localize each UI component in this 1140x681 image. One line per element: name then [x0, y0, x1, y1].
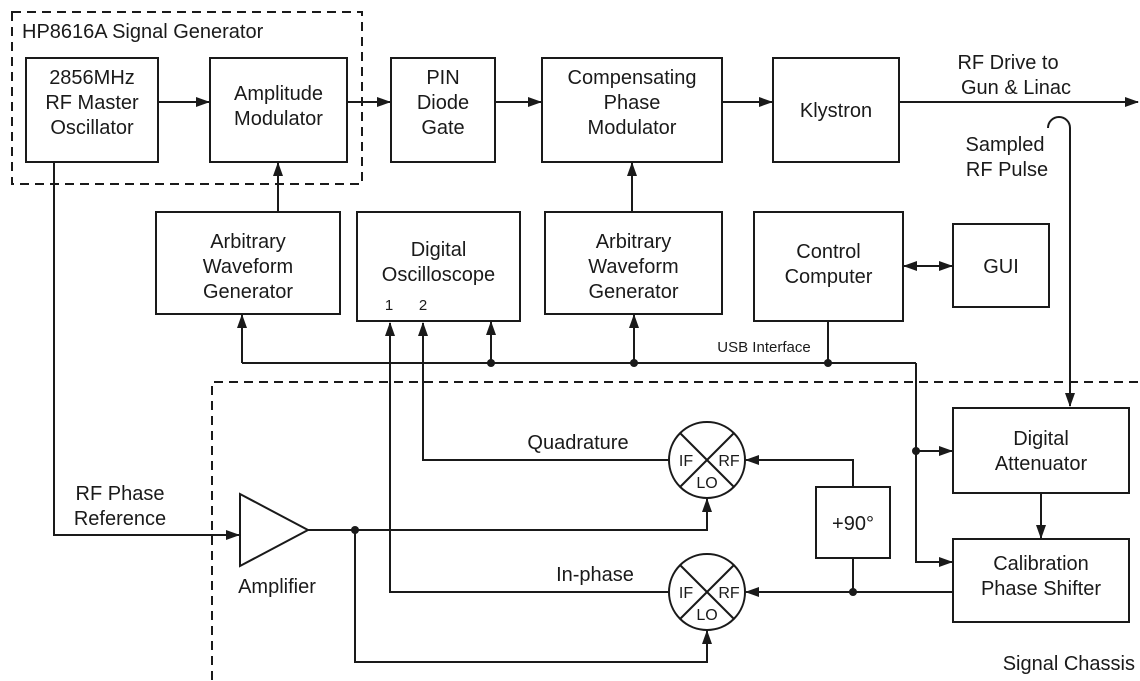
rf-phase-reference-line-1: RF Phase	[76, 483, 165, 505]
gui-label: GUI	[983, 256, 1019, 278]
usb-to-phase-shifter-arrow	[915, 363, 953, 567]
in-phase-mixer-lo: LO	[696, 607, 717, 624]
signal-chassis-title: Signal Chassis	[1003, 653, 1135, 675]
amplitude-modulator-block: Amplitude Modulator	[209, 57, 348, 163]
amplifier-symbol	[239, 492, 311, 568]
awg-right-line-3: Generator	[588, 281, 678, 303]
phase-shift-90-block: +90°	[815, 486, 891, 559]
usb-junction-attenuator	[912, 447, 920, 455]
amp-to-quad-lo-arrow	[308, 498, 712, 531]
sampled-rf-line-1: Sampled	[966, 134, 1045, 156]
in-phase-label: In-phase	[556, 564, 634, 586]
digital-attenuator-block: Digital Attenuator	[952, 407, 1130, 494]
awg-right-block: Arbitrary Waveform Generator	[544, 211, 723, 315]
master-oscillator-block: 2856MHz RF Master Oscillator	[25, 57, 159, 163]
compensating-phase-modulator-line-2: Phase	[604, 92, 661, 114]
in-phase-mixer-if: IF	[679, 585, 693, 602]
in-phase-mixer: IF RF LO	[668, 553, 746, 631]
digital-attenuator-line-1: Digital	[1013, 428, 1069, 450]
phase-shift-90-label: +90°	[832, 513, 874, 535]
awg-left-line-2: Waveform	[203, 256, 293, 278]
pin-diode-gate-line-1: PIN	[426, 67, 459, 89]
signal-generator-title: HP8616A Signal Generator	[22, 21, 264, 43]
awg-right-line-2: Waveform	[588, 256, 678, 278]
master-oscillator-line-1: 2856MHz	[49, 67, 135, 89]
control-computer-line-2: Computer	[785, 266, 873, 288]
digital-oscilloscope-block: Digital Oscilloscope 1 2	[356, 211, 521, 322]
awg-left-line-3: Generator	[203, 281, 293, 303]
calibration-phase-shifter-block: Calibration Phase Shifter	[952, 538, 1130, 623]
quadrature-to-scope-ch2	[418, 322, 669, 461]
control-computer-line-1: Control	[796, 241, 860, 263]
pin-diode-gate-line-2: Diode	[417, 92, 469, 114]
digital-attenuator-line-2: Attenuator	[995, 453, 1088, 475]
quadrature-mixer-rf: RF	[718, 453, 740, 470]
awg-left-block: Arbitrary Waveform Generator	[155, 211, 341, 315]
quadrature-mixer-if: IF	[679, 453, 693, 470]
awg-right-line-1: Arbitrary	[596, 231, 672, 253]
klystron-block: Klystron	[772, 57, 900, 163]
usb-junction-scope	[487, 359, 495, 367]
gui-block: GUI	[952, 223, 1050, 308]
rf-drive-line-2: Gun & Linac	[961, 77, 1071, 99]
awg-left-line-1: Arbitrary	[210, 231, 286, 253]
sampled-rf-line-2: RF Pulse	[966, 159, 1048, 181]
scope-channel-2-label: 2	[419, 297, 427, 314]
quadrature-mixer-lo: LO	[696, 475, 717, 492]
signal-generator-group	[11, 11, 363, 185]
amplitude-modulator-line-1: Amplitude	[234, 83, 323, 105]
phase-shift-to-quad-rf-arrow	[745, 455, 854, 487]
klystron-label: Klystron	[800, 100, 872, 122]
rf-phase-reference-line	[53, 162, 240, 540]
sampled-rf-pulse-line	[1047, 116, 1075, 407]
compensating-phase-modulator-line-3: Modulator	[588, 117, 677, 139]
master-oscillator-line-2: RF Master	[45, 92, 139, 114]
amp-to-inphase-lo-arrow	[354, 530, 712, 663]
master-oscillator-line-3: Oscillator	[50, 117, 134, 139]
in-phase-mixer-rf: RF	[718, 585, 740, 602]
amplifier-label: Amplifier	[238, 576, 316, 598]
amplitude-modulator-line-2: Modulator	[234, 108, 323, 130]
usb-junction-computer	[824, 359, 832, 367]
scope-channel-1-label: 1	[385, 297, 393, 314]
inphase-to-scope-ch1	[385, 322, 669, 593]
rf-drive-line-1: RF Drive to	[957, 52, 1058, 74]
rf-phase-reference-line-2: Reference	[74, 508, 166, 530]
calibration-phase-shifter-line-2: Phase Shifter	[981, 578, 1101, 600]
usb-junction-awg	[630, 359, 638, 367]
digital-oscilloscope-line-2: Oscilloscope	[382, 264, 495, 286]
compensating-phase-modulator-line-1: Compensating	[568, 67, 697, 89]
digital-oscilloscope-line-1: Digital	[411, 239, 467, 261]
quadrature-mixer: IF RF LO	[668, 421, 746, 499]
usb-interface-label: USB Interface	[717, 339, 810, 356]
quadrature-label: Quadrature	[527, 432, 628, 454]
control-computer-block: Control Computer	[753, 211, 904, 322]
pin-diode-gate-block: PIN Diode Gate	[390, 57, 496, 163]
calibration-phase-shifter-line-1: Calibration	[993, 553, 1089, 575]
pin-diode-gate-line-3: Gate	[421, 117, 464, 139]
compensating-phase-modulator-block: Compensating Phase Modulator	[541, 57, 723, 163]
signal-chassis-group	[211, 381, 1140, 680]
